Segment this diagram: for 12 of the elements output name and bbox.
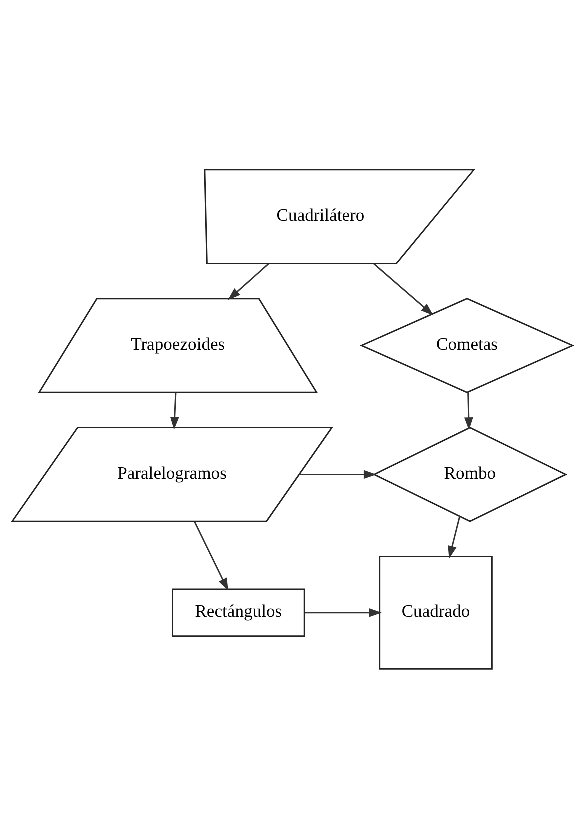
arrow <box>448 516 461 558</box>
arrow <box>374 262 434 316</box>
arrow <box>299 470 377 479</box>
node-diamond: Rombo <box>372 426 568 522</box>
node-diamond: Cometas <box>360 298 575 393</box>
arrow <box>304 608 382 617</box>
arrow <box>464 392 474 430</box>
node-box: Rectángulos <box>172 588 306 637</box>
arrow <box>170 392 180 430</box>
arrow <box>194 520 229 591</box>
node-box: Cuadrado <box>379 556 493 670</box>
arrow <box>228 262 270 300</box>
